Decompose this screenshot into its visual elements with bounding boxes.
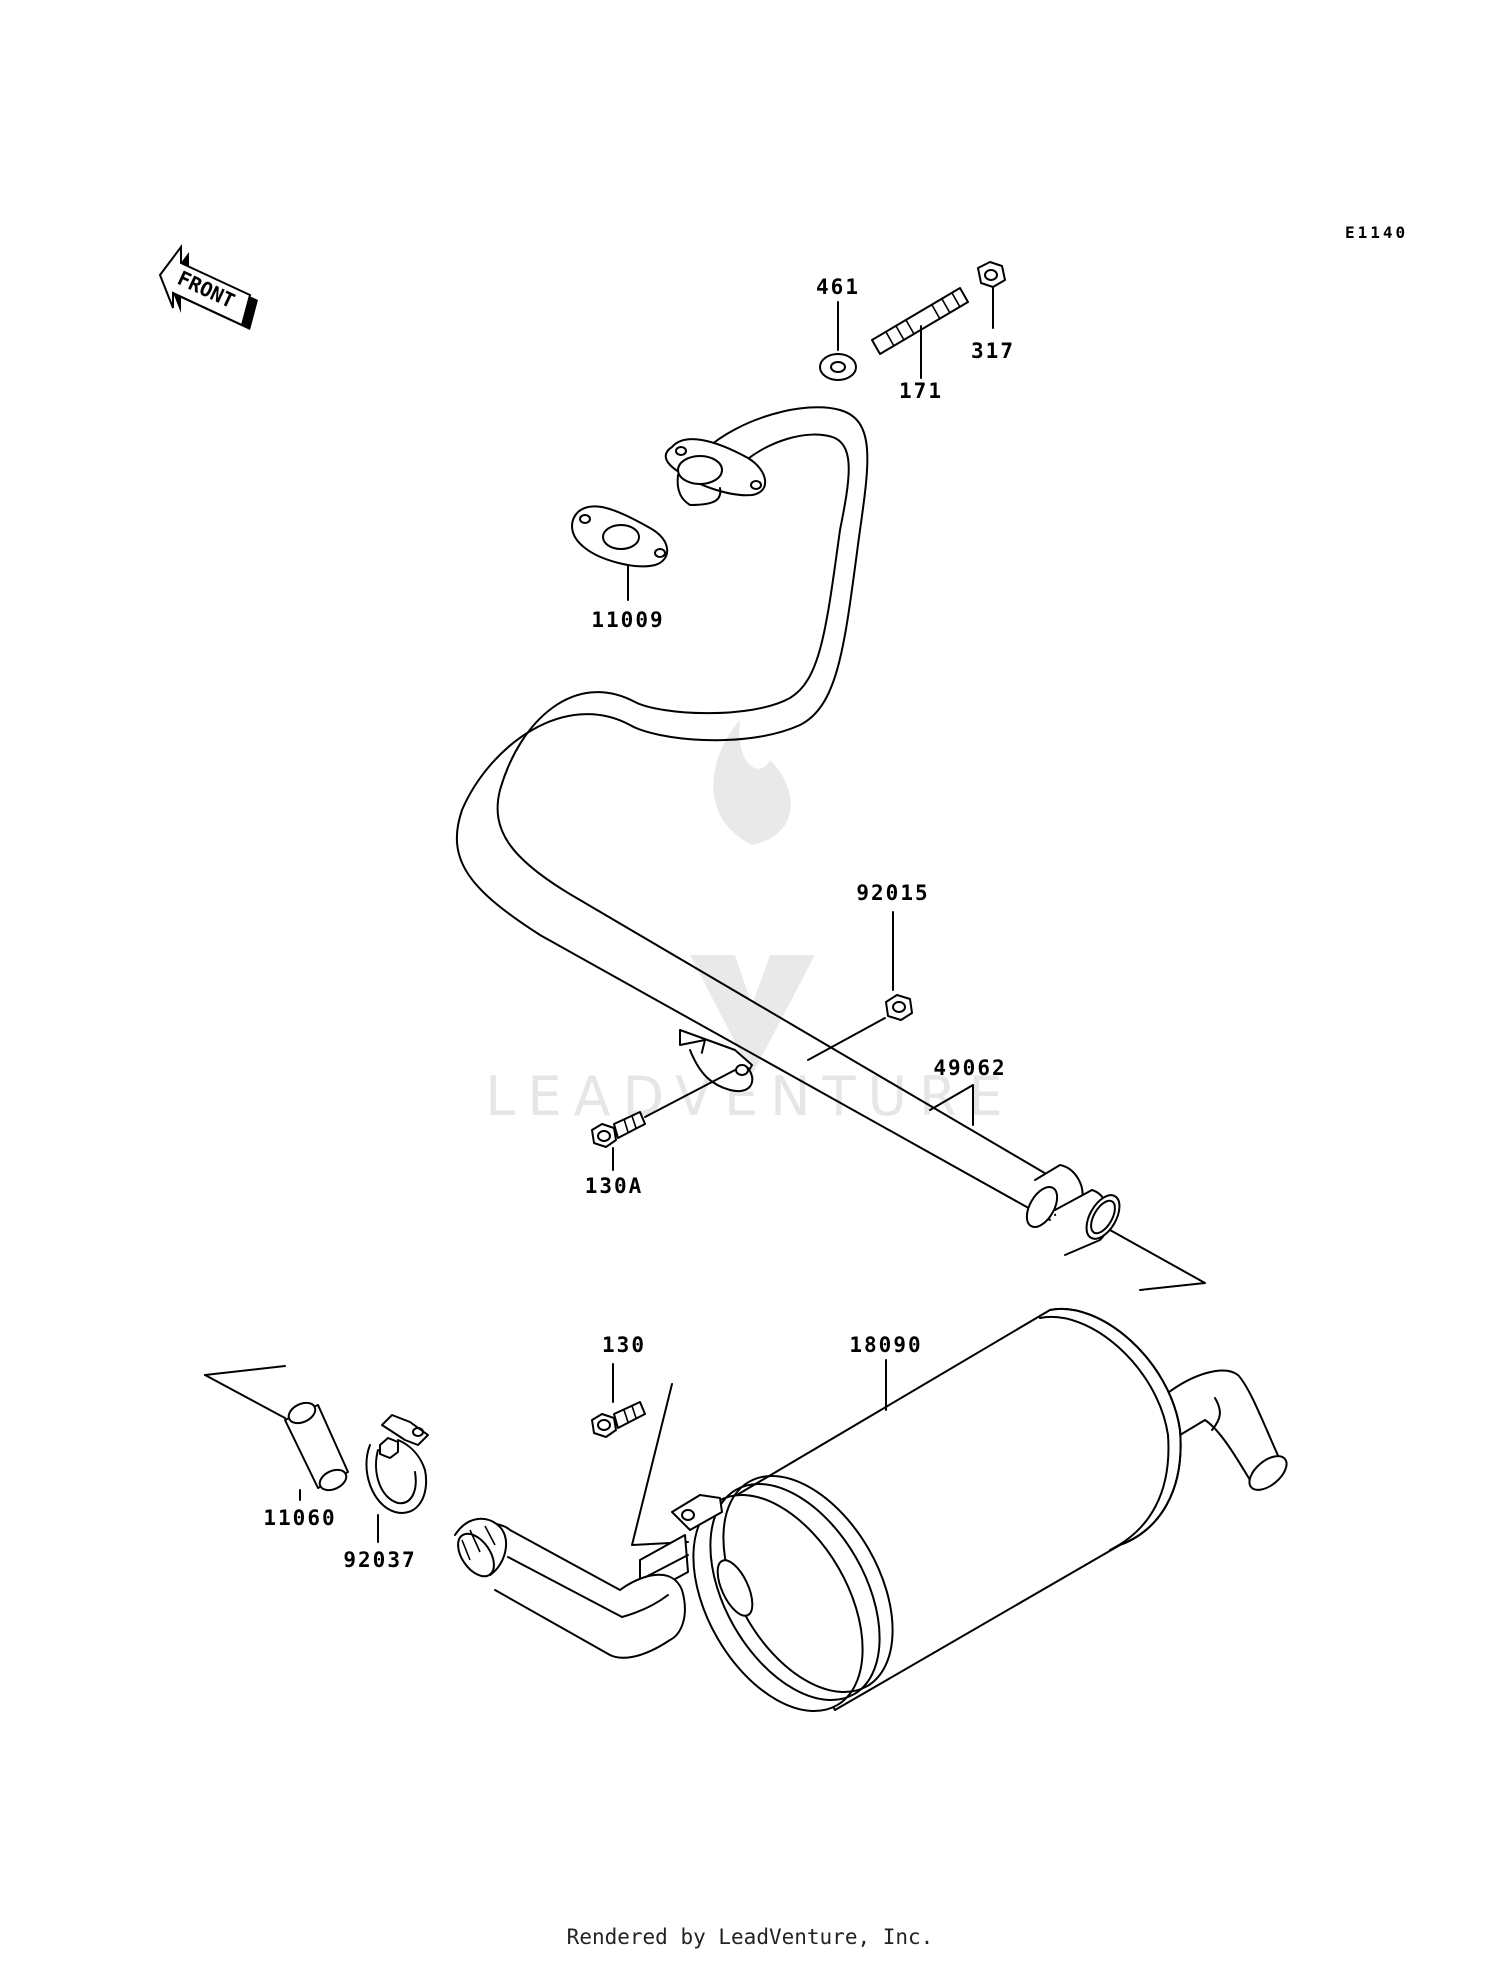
nut-317 [977, 261, 1006, 329]
label-461: 461 [816, 275, 860, 299]
clamp-92037 [365, 1414, 429, 1543]
label-18090: 18090 [849, 1333, 922, 1357]
render-credit: Rendered by LeadVenture, Inc. [566, 1925, 934, 1949]
sleeve-11060 [284, 1401, 349, 1501]
leadventure-flame-logo-icon [690, 720, 815, 1075]
label-49062: 49062 [933, 1056, 1006, 1080]
label-92037: 92037 [343, 1548, 416, 1572]
label-11009: 11009 [591, 608, 664, 632]
bolt-130 [591, 1363, 689, 1546]
nut-92015 [807, 911, 913, 1061]
gasket-11009 [571, 505, 669, 601]
exhaust-pipe-49062 [455, 406, 1121, 1256]
watermark: LEADVENTURE [485, 720, 1003, 1128]
front-direction-arrow-icon: FRONT [158, 244, 258, 330]
label-171: 171 [899, 379, 943, 403]
bolt-130A [591, 1069, 736, 1171]
label-130: 130 [602, 1333, 646, 1357]
washer-461 [819, 301, 857, 381]
diagram-code: E1140 [1345, 223, 1408, 242]
label-317: 317 [971, 339, 1015, 363]
muffler-18090 [454, 1307, 1288, 1713]
label-92015: 92015 [856, 881, 929, 905]
label-11060: 11060 [263, 1506, 336, 1530]
stud-171 [871, 287, 969, 379]
label-130A: 130A [585, 1174, 644, 1198]
